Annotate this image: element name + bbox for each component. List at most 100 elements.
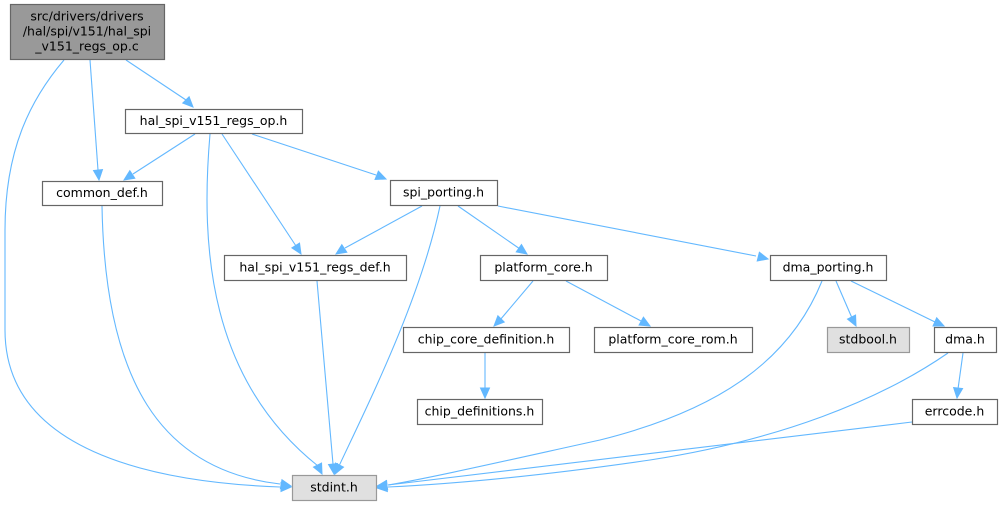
arrowhead-icon	[92, 169, 104, 182]
edge-root-to-common_def_h	[89, 59, 104, 182]
edge-regs_op_h-to-spi_porting_h	[251, 133, 388, 180]
edge-dma_h-to-errcode_h	[952, 352, 964, 400]
node-box	[826, 326, 911, 354]
arrowhead-icon	[375, 479, 388, 491]
edge-spi_porting_h-to-dma_porting_h	[497, 205, 770, 262]
node-regs-def-h[interactable]: hal_spi_v151_regs_def.h	[223, 254, 408, 282]
edge-dma_porting_h-to-dma_h	[850, 280, 946, 327]
edge-dma_porting_h-to-stdbool_h	[835, 280, 857, 328]
edge-root-to-regs_op_h	[125, 59, 194, 108]
edge-line	[344, 205, 423, 249]
edge-common_def_h-to-stdint_h	[101, 205, 293, 490]
edge-line	[89, 59, 99, 171]
node-spi-porting-h[interactable]: spi_porting.h	[389, 179, 499, 207]
node-chip-definitions-h[interactable]: chip_definitions.h	[416, 398, 544, 426]
arrowhead-icon	[279, 478, 293, 490]
node-label: chip_core_definition.h	[418, 332, 555, 347]
edge-spi_porting_h-to-regs_def_h	[334, 205, 423, 255]
edge-line	[499, 280, 534, 321]
node-box	[402, 326, 571, 354]
edge-regs_op_h-to-stdint_h	[206, 133, 323, 476]
node-label: common_def.h	[56, 185, 148, 200]
edge-line	[316, 280, 334, 465]
node-box	[9, 3, 166, 61]
arrowhead-icon	[846, 314, 857, 328]
edge-line	[497, 205, 757, 257]
edges-layer	[4, 59, 964, 493]
node-box	[593, 326, 754, 354]
node-regs-op-h[interactable]: hal_spi_v151_regs_op.h	[124, 108, 304, 135]
arrowhead-icon	[479, 387, 491, 400]
arrowhead-icon	[932, 316, 946, 327]
arrowhead-icon	[181, 95, 194, 108]
node-stdbool-h[interactable]: stdbool.h	[826, 326, 911, 354]
edge-line	[565, 280, 642, 322]
nodes-layer: src/drivers/drivers/hal/spi/v151/hal_spi…	[9, 3, 999, 502]
edge-line	[221, 133, 297, 247]
node-platform-core-h[interactable]: platform_core.h	[479, 254, 609, 282]
arrowhead-icon	[952, 386, 964, 400]
node-label: errcode.h	[925, 404, 985, 419]
edge-line	[957, 352, 964, 390]
edge-line	[387, 352, 949, 488]
node-box	[124, 108, 304, 135]
node-errcode-h[interactable]: errcode.h	[911, 398, 999, 426]
edge-dma_porting_h-to-stdint_h	[375, 280, 823, 491]
node-label: /hal/spi/v151/hal_spi	[23, 24, 151, 39]
edge-platform_core_h-to-chip_core_definition_h	[493, 280, 534, 327]
arrowhead-icon	[334, 243, 348, 255]
arrowhead-icon	[312, 462, 323, 476]
node-chip-core-definition-h[interactable]: chip_core_definition.h	[402, 326, 571, 354]
node-box	[41, 180, 164, 207]
edge-chip_core_definition_h-to-chip_definitions_h	[479, 353, 491, 400]
node-box	[769, 254, 888, 282]
node-dma-h[interactable]: dma.h	[933, 326, 998, 354]
node-dma-porting-h[interactable]: dma_porting.h	[769, 254, 888, 282]
edge-spi_porting_h-to-platform_core_h	[457, 205, 528, 255]
edge-line	[457, 205, 521, 250]
node-label: spi_porting.h	[403, 185, 484, 200]
node-box	[479, 254, 609, 282]
node-box	[223, 254, 408, 282]
arrowhead-icon	[756, 251, 770, 262]
node-label: dma_porting.h	[783, 260, 874, 275]
edge-line	[850, 280, 936, 323]
arrowhead-icon	[374, 170, 388, 180]
edge-line	[206, 133, 319, 467]
edge-regs_op_h-to-common_def_h	[122, 133, 196, 181]
edge-regs_def_h-to-stdint_h	[316, 280, 339, 476]
node-label: src/drivers/drivers	[30, 9, 143, 24]
edge-line	[132, 133, 196, 175]
node-root[interactable]: src/drivers/drivers/hal/spi/v151/hal_spi…	[9, 3, 166, 61]
node-label: platform_core_rom.h	[608, 332, 737, 347]
arrowhead-icon	[493, 314, 506, 327]
edge-line	[125, 59, 187, 101]
node-label: stdbool.h	[839, 332, 897, 347]
edge-errcode_h-to-stdint_h	[375, 421, 913, 491]
edge-line	[387, 280, 823, 486]
arrowhead-icon	[638, 316, 652, 327]
node-box	[933, 326, 998, 354]
node-platform-core-rom-h[interactable]: platform_core_rom.h	[593, 326, 754, 354]
node-label: stdint.h	[310, 480, 358, 495]
node-label: hal_spi_v151_regs_def.h	[239, 260, 390, 275]
edge-line	[101, 205, 281, 485]
node-label: _v151_regs_op.c	[34, 39, 139, 54]
node-common-def-h[interactable]: common_def.h	[41, 180, 164, 207]
node-box	[911, 398, 999, 426]
node-label: dma.h	[945, 332, 985, 347]
node-box	[416, 398, 544, 426]
node-box	[389, 179, 499, 207]
node-label: hal_spi_v151_regs_op.h	[140, 113, 288, 128]
node-stdint-h[interactable]: stdint.h	[291, 474, 378, 502]
edge-line	[835, 280, 853, 319]
edge-line	[387, 421, 913, 486]
node-label: chip_definitions.h	[425, 404, 535, 419]
edge-line	[338, 205, 441, 467]
node-box	[291, 474, 378, 502]
edge-platform_core_h-to-platform_core_rom_h	[565, 280, 652, 327]
node-label: platform_core.h	[494, 260, 592, 275]
arrowhead-icon	[290, 242, 302, 256]
edge-regs_op_h-to-regs_def_h	[221, 133, 302, 256]
